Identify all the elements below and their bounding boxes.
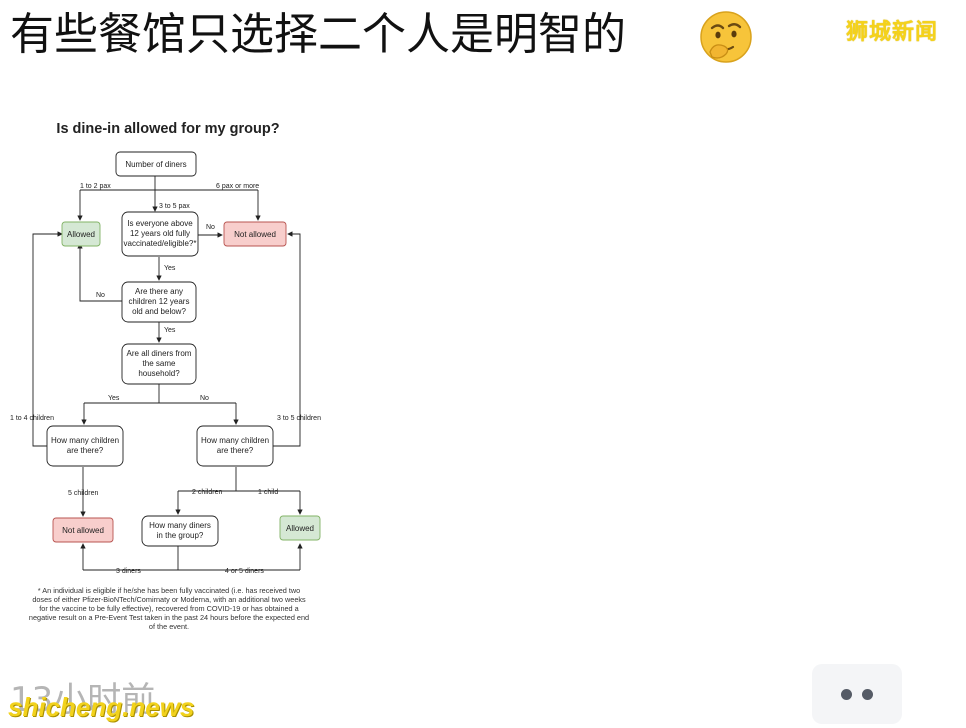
node-how-many-children-left: How many children are there?: [46, 425, 124, 467]
svg-text:doses of either Pfizer-BioNTec: doses of either Pfizer-BioNTech/Comirnat…: [32, 595, 306, 604]
svg-text:Is everyone above: Is everyone above: [127, 219, 193, 228]
edge-label-1-child: 1 child: [258, 489, 278, 496]
edge-label-children-no: No: [96, 292, 105, 299]
node-number-of-diners: Number of diners: [115, 151, 197, 177]
svg-text:Number of diners: Number of diners: [125, 160, 186, 169]
edge-label-1-to-2-pax: 1 to 2 pax: [80, 183, 111, 190]
node-allowed-bottom: Allowed: [279, 515, 321, 541]
svg-text:Allowed: Allowed: [286, 524, 314, 533]
edge-label-household-yes: Yes: [108, 395, 120, 402]
svg-text:for the vaccine to be fully ef: for the vaccine to be fully effective), …: [39, 604, 299, 613]
svg-text:household?: household?: [138, 369, 180, 378]
brand-logo-text: 狮城新闻: [846, 20, 939, 45]
node-household-question: Are all diners from the same household?: [121, 343, 197, 385]
edge-label-vacc-yes: Yes: [164, 265, 176, 272]
svg-text:How many children: How many children: [51, 436, 119, 445]
svg-text:are there?: are there?: [217, 446, 254, 455]
svg-text:Not allowed: Not allowed: [234, 230, 276, 239]
edge-label-5-children: 5 children: [68, 490, 98, 497]
flowchart-image: Is dine-in allowed for my group?: [8, 96, 338, 644]
node-children-question: Are there any children 12 years old and …: [121, 281, 197, 323]
svg-text:Allowed: Allowed: [67, 230, 95, 239]
site-watermark: shicheng.news: [8, 692, 195, 722]
svg-text:How many diners: How many diners: [149, 521, 211, 530]
node-allowed-top: Allowed: [61, 221, 101, 247]
flowchart-footnote: * An individual is eligible if he/she ha…: [29, 586, 309, 631]
more-dots-icon: [841, 688, 852, 700]
svg-text:in the group?: in the group?: [157, 531, 204, 540]
svg-text:old and below?: old and below?: [132, 307, 186, 316]
more-dots-icon: [862, 688, 873, 700]
flowchart-title: Is dine-in allowed for my group?: [56, 121, 279, 137]
edge-label-3-diners: 3 diners: [116, 568, 141, 575]
svg-text:negative result on a Pre-Event: negative result on a Pre-Event Test take…: [29, 613, 309, 622]
svg-text:Are there any: Are there any: [135, 287, 183, 296]
thinking-face-icon: [700, 11, 752, 63]
post-timestamp: 13小时前: [10, 680, 156, 720]
edge-label-4-or-5-diners: 4 or 5 diners: [225, 568, 264, 575]
svg-text:* An individual is eligible if: * An individual is eligible if he/she ha…: [38, 586, 300, 595]
node-how-many-children-right: How many children are there?: [196, 425, 274, 467]
edge-label-1-to-4-children: 1 to 4 children: [10, 415, 54, 422]
edge-label-household-no: No: [200, 395, 209, 402]
node-how-many-diners: How many diners in the group?: [141, 515, 219, 547]
node-not-allowed-bottom: Not allowed: [52, 517, 114, 543]
svg-text:vaccinated/eligible?*: vaccinated/eligible?*: [124, 239, 197, 248]
svg-text:Are all diners from: Are all diners from: [127, 349, 192, 358]
edge-label-3-to-5-pax: 3 to 5 pax: [159, 203, 190, 210]
edge-label-vacc-no: No: [206, 224, 215, 231]
flowchart: Is dine-in allowed for my group?: [10, 121, 321, 631]
svg-text:Not allowed: Not allowed: [62, 526, 104, 535]
svg-text:How many children: How many children: [201, 436, 269, 445]
svg-text:are there?: are there?: [67, 446, 104, 455]
edge-label-3-to-5-children: 3 to 5 children: [277, 415, 321, 422]
svg-text:12 years old fully: 12 years old fully: [130, 229, 190, 238]
svg-text:of the event.: of the event.: [149, 622, 189, 631]
post-title: 有些餐馆只选择二个人是明智的: [10, 9, 626, 60]
node-not-allowed-top: Not allowed: [223, 221, 287, 247]
edge-label-6-pax-or-more: 6 pax or more: [216, 183, 259, 190]
svg-text:the same: the same: [143, 359, 176, 368]
more-options-button[interactable]: [812, 664, 902, 724]
edge-label-2-children: 2 children: [192, 489, 222, 496]
node-vaccinated-question: Is everyone above 12 years old fully vac…: [121, 211, 199, 257]
edge-label-children-yes: Yes: [164, 327, 176, 334]
svg-text:children 12 years: children 12 years: [129, 297, 190, 306]
